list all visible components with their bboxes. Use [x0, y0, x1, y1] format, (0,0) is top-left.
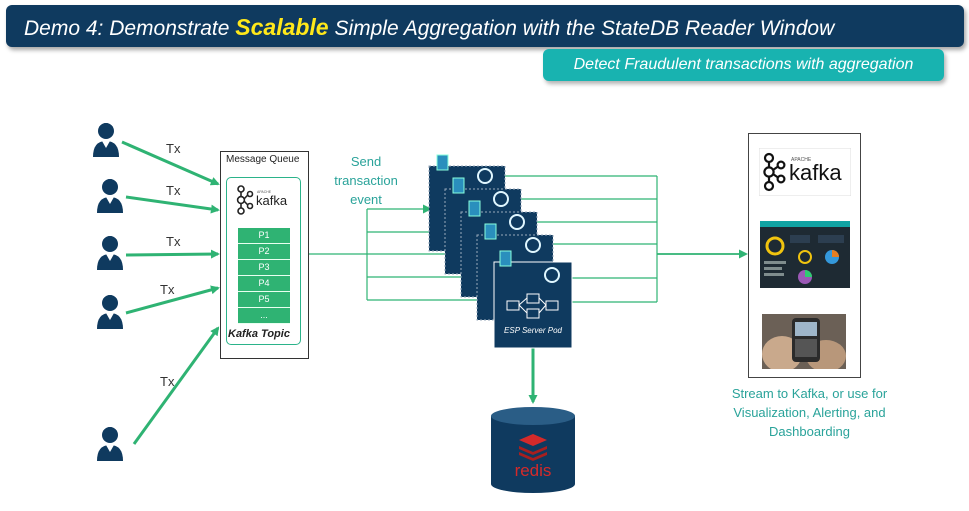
tx-arrow [125, 195, 220, 214]
message-queue-label: Message Queue [226, 154, 300, 165]
tx-label: Tx [166, 234, 181, 249]
partition-item: P5 [238, 292, 290, 308]
esp-pod-front: ESP Server Pod [493, 250, 573, 349]
user-icon [97, 295, 123, 329]
dashboard-thumbnail [760, 221, 850, 288]
redis-label: redis [515, 461, 552, 480]
title-prefix: Demo 4: Demonstrate [24, 17, 236, 40]
kafka-large-wordmark: kafka [789, 160, 842, 185]
partition-item: ... [238, 308, 290, 324]
kafka-topic-label: Kafka Topic [228, 328, 290, 340]
kafka-logo-large-icon: kafka APACHE [759, 148, 851, 196]
flow-graph-icon [506, 293, 559, 319]
partition-item: P3 [238, 260, 290, 276]
title-suffix: Simple Aggregation with the StateDB Read… [328, 17, 835, 40]
gear-icon [544, 267, 560, 283]
tx-label: Tx [160, 282, 175, 297]
tx-label: Tx [166, 183, 181, 198]
consumers-caption: Stream to Kafka, or use for Visualizatio… [731, 386, 888, 439]
kafka-large-tag: APACHE [791, 157, 812, 163]
kafka-topic-box [226, 177, 301, 345]
kafka-tag: APACHE [257, 190, 272, 194]
kafka-logo-icon: kafka APACHE [236, 185, 288, 215]
kafka-wordmark: kafka [256, 193, 288, 208]
server-icon [499, 250, 512, 267]
send-transaction-label: Send transaction event [334, 154, 398, 207]
esp-pod-stack: ESP Server Pod [428, 154, 573, 349]
partition-item: P4 [238, 276, 290, 292]
phone-alert-photo [762, 314, 846, 369]
user-icon [93, 123, 119, 157]
subtitle-banner: Detect Fraudulent transactions with aggr… [543, 49, 944, 81]
tx-label: Tx [166, 141, 181, 156]
partition-item: P1 [238, 228, 290, 244]
user-icon [97, 179, 123, 213]
tx-arrow [121, 140, 220, 186]
tx-arrow [132, 326, 220, 445]
title-bar: Demo 4: Demonstrate Scalable Simple Aggr… [6, 5, 964, 47]
user-icon [97, 427, 123, 461]
redis-database: redis [491, 407, 575, 493]
partition-item: P2 [238, 244, 290, 260]
tx-label: Tx [160, 374, 175, 389]
consumers-panel: kafka APACHE [748, 133, 861, 378]
tx-arrow [125, 285, 220, 315]
tx-arrow [125, 249, 220, 259]
redis-logo-icon [519, 434, 547, 461]
user-icon [97, 236, 123, 270]
pod-label: ESP Server Pod [504, 326, 563, 335]
page-title: Demo 4: Demonstrate Scalable Simple Aggr… [24, 14, 834, 41]
title-highlight: Scalable [235, 14, 329, 40]
